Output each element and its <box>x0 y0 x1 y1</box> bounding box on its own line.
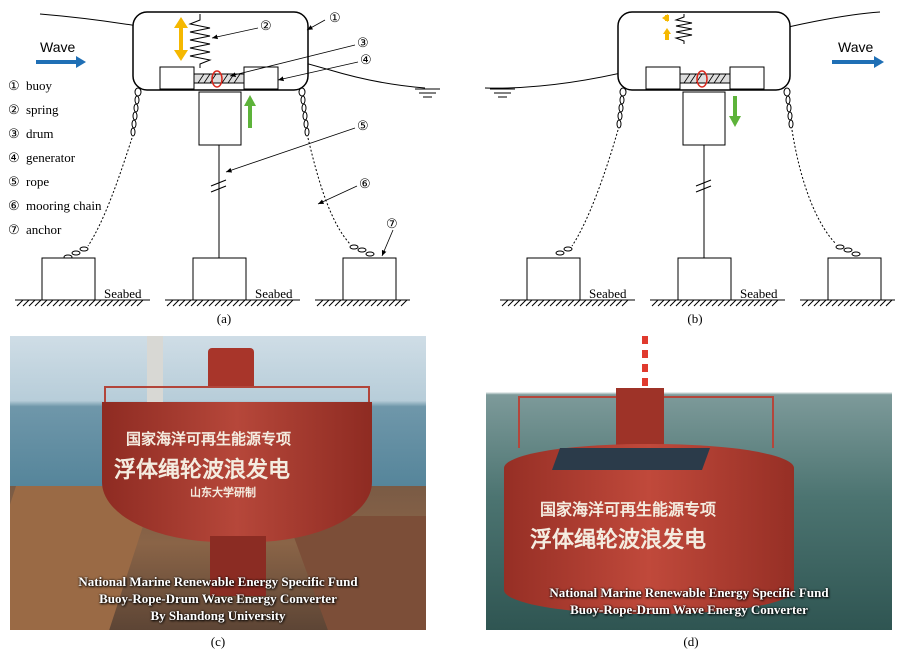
seabed-a <box>15 299 410 307</box>
seabed-label-b2: Seabed <box>740 286 778 301</box>
photo-c-cn-line1: 国家海洋可再生能源专项 <box>126 430 292 448</box>
panel-a: Wave ① buoy ② spring ③ drum ④ generator … <box>8 10 440 307</box>
legend-label-rope: rope <box>26 174 49 189</box>
photo-c-en-line3: By Shandong University <box>150 608 286 623</box>
legend-num-3: ③ <box>8 126 20 141</box>
anchor-center-a <box>192 257 247 301</box>
column-b <box>682 91 726 146</box>
mooring-chain-right-b <box>783 87 861 257</box>
wave-arrow-right-icon-b <box>832 56 884 68</box>
drum-box-left-a <box>159 66 195 90</box>
vertical-motion-arrow-icon <box>174 17 188 61</box>
anchor-center-b <box>677 257 732 301</box>
photo-c: 国家海洋可再生能源专项 浮体绳轮波浪发电 山东大学研制 National Mar… <box>10 336 426 630</box>
drum-box-right-a <box>243 66 279 90</box>
drum-shaft-a <box>193 73 245 84</box>
panel-b: Wave <box>484 11 895 307</box>
photo-c-cn-line3: 山东大学研制 <box>190 486 256 499</box>
drum-rope-coil-b <box>696 70 708 88</box>
legend-label-mooring-chain: mooring chain <box>26 198 102 213</box>
anchor-left-b <box>526 257 581 301</box>
legend-label-drum: drum <box>26 126 53 141</box>
anchor-right-b <box>827 257 882 301</box>
callout-2-a: ② <box>260 18 272 33</box>
photo-c-en-line1: National Marine Renewable Energy Specifi… <box>78 574 358 589</box>
drum-hatch-a <box>197 73 241 84</box>
wave-label-a: Wave <box>40 39 75 55</box>
callout-leaders-a <box>211 19 394 257</box>
mooring-chain-right-a <box>298 87 375 257</box>
photo-d: 国家海洋可再生能源专项 浮体绳轮波浪发电 National Marine Ren… <box>486 336 892 630</box>
drum-rope-coil-a <box>211 70 223 88</box>
drum-box-right-b <box>729 66 765 90</box>
wave-arrow-right-icon <box>36 56 86 68</box>
legend-num-1: ① <box>8 78 20 93</box>
legend-num-2: ② <box>8 102 20 117</box>
photo-d-cn-line1: 国家海洋可再生能源专项 <box>540 500 717 519</box>
legend-label-buoy: buoy <box>26 78 53 93</box>
seabed-label-a1: Seabed <box>104 286 142 301</box>
seabed-b <box>500 299 895 307</box>
callout-6-a: ⑥ <box>359 176 371 191</box>
column-a <box>198 91 242 146</box>
drum-shaft-b <box>679 73 731 84</box>
legend-num-4: ④ <box>8 150 20 165</box>
water-level-icon <box>415 88 440 98</box>
legend-label-anchor: anchor <box>26 222 62 237</box>
drum-hatch-b <box>683 73 727 84</box>
legend-label-generator: generator <box>26 150 76 165</box>
caption-b: (b) <box>687 311 703 326</box>
photo-c-cn-line2: 浮体绳轮波浪发电 <box>114 458 291 483</box>
spring-a <box>188 14 212 68</box>
photo-c-en-line2: Buoy-Rope-Drum Wave Energy Converter <box>99 591 337 606</box>
caption-a: (a) <box>216 311 232 326</box>
water-level-icon-b <box>490 88 515 98</box>
anchor-right-a <box>342 257 397 301</box>
green-up-arrow-icon <box>244 95 256 128</box>
drum-box-left-b <box>645 66 681 90</box>
caption-d: (d) <box>683 634 699 649</box>
mooring-chain-left-b <box>555 87 627 256</box>
green-down-arrow-icon <box>729 96 741 127</box>
photo-d-cn-line2: 浮体绳轮波浪发电 <box>530 528 707 553</box>
wave-label-b: Wave <box>838 39 873 55</box>
callout-5-a: ⑤ <box>357 118 369 133</box>
legend-label-spring: spring <box>26 102 59 117</box>
callout-4-a: ④ <box>360 52 372 67</box>
photo-d-en-line1: National Marine Renewable Energy Specifi… <box>549 585 829 600</box>
legend-num-5: ⑤ <box>8 174 20 189</box>
photo-d-en-line2: Buoy-Rope-Drum Wave Energy Converter <box>570 602 808 617</box>
seabed-label-b1: Seabed <box>589 286 627 301</box>
anchor-left-a <box>41 257 96 301</box>
legend: ① buoy ② spring ③ drum ④ generator ⑤ rop… <box>8 78 102 237</box>
legend-num-6: ⑥ <box>8 198 20 213</box>
small-motion-arrows-icon <box>662 14 671 40</box>
callout-7-a: ⑦ <box>386 216 398 231</box>
callout-3-a: ③ <box>357 35 369 50</box>
seabed-label-a2: Seabed <box>255 286 293 301</box>
caption-c: (c) <box>210 634 226 649</box>
spring-b <box>674 14 693 44</box>
legend-num-7: ⑦ <box>8 222 20 237</box>
mooring-chain-left-a <box>63 87 142 260</box>
callout-1-a: ① <box>329 10 341 25</box>
schematic-diagrams: Wave ① buoy ② spring ③ drum ④ generator … <box>8 10 895 307</box>
